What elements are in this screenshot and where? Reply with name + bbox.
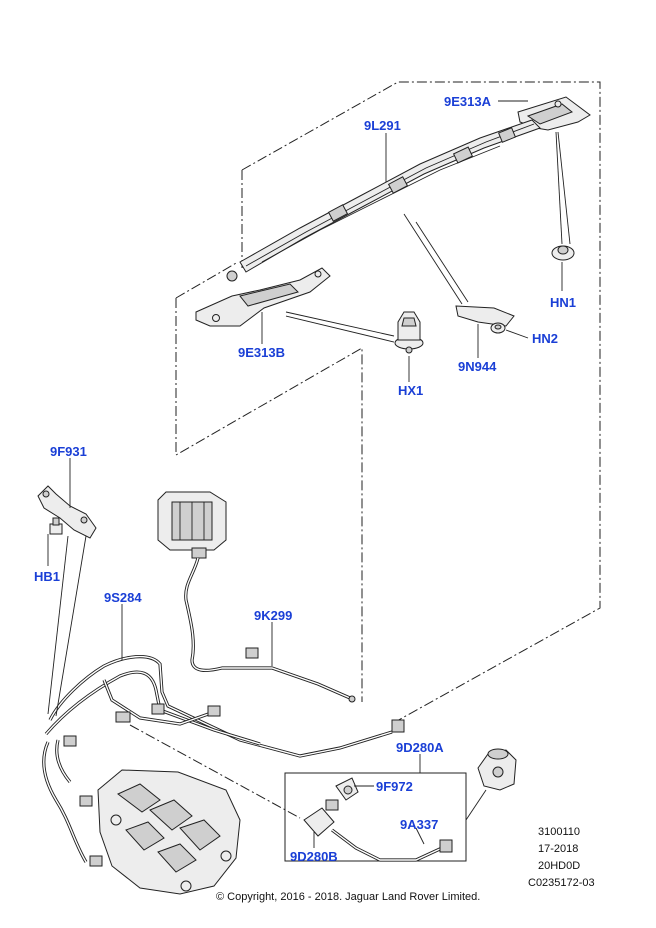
label-9d280a: 9D280A	[396, 740, 444, 755]
label-9k299: 9K299	[254, 608, 292, 623]
label-9e313b: 9E313B	[238, 345, 285, 360]
reference-codes: 3100110 17-2018 20HD0D C0235172-03	[528, 826, 595, 889]
nut-hn1	[551, 245, 575, 261]
connector-9d280b	[303, 799, 339, 837]
vapour-hose-9k299	[184, 557, 356, 703]
fuel-pump	[477, 748, 517, 791]
label-hx1: HX1	[398, 383, 423, 398]
label-9l291: 9L291	[364, 118, 401, 133]
label-9f972: 9F972	[376, 779, 413, 794]
label-9d280b: 9D280B	[290, 849, 338, 864]
purge-canister	[157, 491, 227, 559]
copyright-text: © Copyright, 2016 - 2018. Jaguar Land Ro…	[216, 891, 480, 903]
ref-code-2: 17-2018	[538, 843, 578, 855]
label-9s284: 9S284	[104, 590, 142, 605]
ref-code-4: C0235172-03	[528, 877, 595, 889]
bracket-9f931	[37, 485, 97, 539]
ref-code-1: 3100110	[538, 826, 580, 838]
bolt-hb1	[49, 517, 63, 535]
label-hb1: HB1	[34, 569, 60, 584]
pipe-9a337	[331, 828, 453, 862]
label-9n944: 9N944	[458, 359, 497, 374]
label-hn1: HN1	[550, 295, 576, 310]
boundary-lines	[129, 81, 601, 819]
label-9f931: 9F931	[50, 444, 87, 459]
ref-code-3: 20HD0D	[538, 860, 580, 872]
label-hn2: HN2	[532, 331, 558, 346]
callout-labels: 9E313A 9L291 HN1 9E313B HX1 9N944 HN2 9F…	[34, 94, 576, 864]
bracket-9e313b	[195, 267, 331, 327]
nut-hn2	[490, 322, 506, 334]
fuel-line-9l291	[226, 119, 541, 282]
fuel-line-9s284	[42, 655, 405, 867]
leader-lines	[47, 100, 571, 848]
intake-manifold	[97, 769, 241, 895]
label-9a337: 9A337	[400, 817, 438, 832]
bracket-9n944	[455, 305, 515, 327]
label-9e313a: 9E313A	[444, 94, 492, 109]
clip-hx1	[394, 311, 424, 354]
sensor-9f972	[335, 777, 359, 801]
kit-box-9d280a	[284, 772, 467, 862]
